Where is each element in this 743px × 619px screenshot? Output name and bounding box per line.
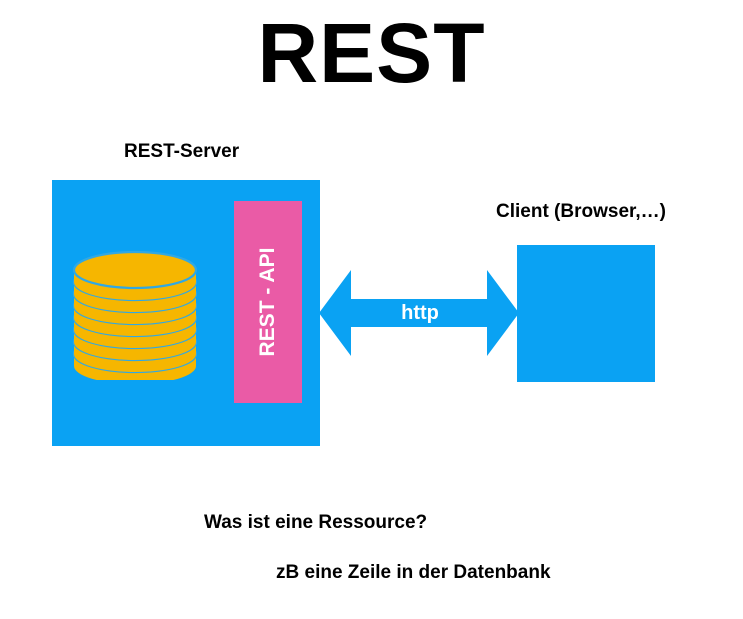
double-arrow-icon [319, 270, 519, 356]
client-label: Client (Browser,…) [496, 201, 666, 222]
page-title: REST [257, 6, 486, 100]
http-label: http [401, 302, 439, 324]
database-layer-rim [72, 250, 198, 290]
rest-api-label: REST - API [256, 247, 279, 357]
client-box [517, 245, 655, 382]
question-text: Was ist eine Ressource? [204, 512, 428, 533]
answer-text: zB eine Zeile in der Datenbank [276, 562, 551, 583]
database-icon [72, 250, 198, 380]
arrow-shape [319, 270, 519, 356]
rest-api-box [234, 201, 302, 403]
server-label: REST-Server [124, 141, 240, 162]
